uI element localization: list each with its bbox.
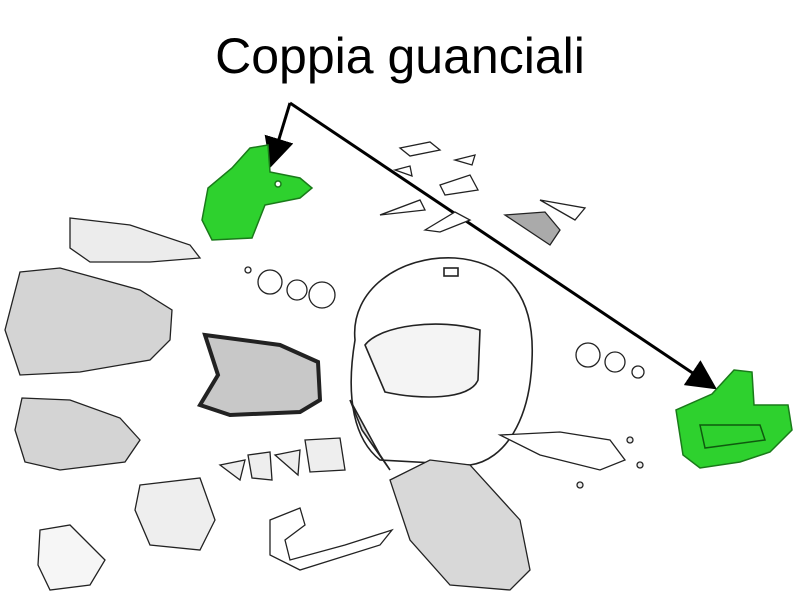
visor-main — [4, 267, 173, 376]
visors — [4, 217, 323, 471]
vent-parts — [379, 141, 587, 246]
callout-arrows — [264, 101, 717, 390]
visor-pinlock — [69, 217, 202, 263]
nose-guard — [197, 332, 323, 418]
arrow-right-cheek-pad — [289, 101, 717, 390]
arrow-left-cheek-pad — [264, 102, 294, 168]
cheek-pad-left — [201, 144, 314, 241]
cheek-pad-right — [675, 369, 793, 469]
visor-sun — [14, 397, 141, 471]
helmet-shell — [349, 257, 533, 471]
diagram-title: Coppia guanciali — [215, 28, 585, 84]
visor-mechanisms — [244, 266, 645, 379]
lining-parts — [37, 431, 644, 591]
